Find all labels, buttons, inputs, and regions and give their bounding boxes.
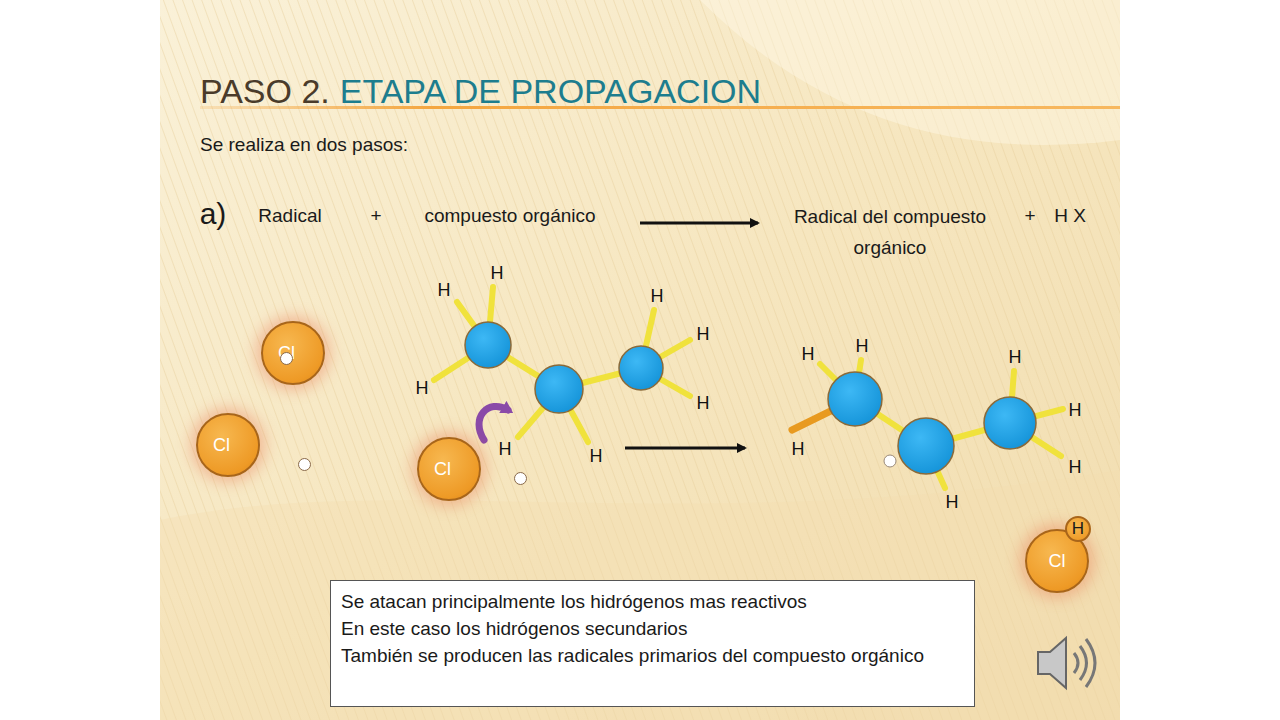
carbon-atom bbox=[535, 365, 583, 413]
hydrogen-label: H bbox=[590, 446, 603, 467]
atom-symbol: H bbox=[1072, 519, 1084, 539]
slide-swoosh bbox=[700, 0, 1120, 145]
hydrogen-label: H bbox=[1009, 347, 1022, 368]
radical-electron bbox=[280, 352, 293, 365]
speaker-icon bbox=[1038, 638, 1095, 688]
note-line: En este caso los hidrógenos secundarios bbox=[341, 615, 964, 642]
chlorine-atom: Cl bbox=[417, 437, 481, 501]
attack-arrow bbox=[479, 406, 508, 440]
carbon-atom bbox=[984, 397, 1036, 449]
equation-term: Radical del compuesto orgánico bbox=[770, 201, 1010, 263]
plus-sign: + bbox=[370, 205, 381, 227]
atom-symbol: Cl bbox=[213, 435, 230, 456]
slide-title: PASO 2. bbox=[200, 72, 330, 111]
equation-term: H X bbox=[1054, 205, 1086, 227]
equation-term: Radical bbox=[258, 205, 321, 227]
atom-symbol: Cl bbox=[434, 459, 451, 480]
hydrogen-label: H bbox=[651, 286, 664, 307]
subtitle: Se realiza en dos pasos: bbox=[200, 134, 408, 156]
hydrogen-label: H bbox=[946, 492, 959, 513]
radical-electron bbox=[298, 458, 311, 471]
title-part: ETAPA DE PROPAGACION bbox=[340, 72, 761, 111]
atom-symbol: Cl bbox=[1049, 551, 1066, 572]
plus-sign: + bbox=[1024, 205, 1035, 227]
slide-ground bbox=[160, 0, 1120, 720]
hydrogen-label: H bbox=[491, 263, 504, 284]
hydrogen-label: H bbox=[697, 324, 710, 345]
item-letter: a) bbox=[200, 197, 227, 231]
hydrogen-label: H bbox=[697, 393, 710, 414]
radical-electron bbox=[514, 472, 527, 485]
chlorine-atom: Cl bbox=[196, 413, 260, 477]
slide-texture bbox=[160, 0, 1120, 720]
radical-electron bbox=[884, 455, 896, 467]
note-line: Se atacan principalmente los hidrógenos … bbox=[341, 588, 964, 615]
equation-term: compuesto orgánico bbox=[424, 205, 595, 227]
hydrogen-label: H bbox=[792, 439, 805, 460]
speaker-icon bbox=[1038, 638, 1066, 688]
carbon-atom bbox=[465, 322, 511, 368]
note-line: También se producen las radicales primar… bbox=[341, 642, 964, 669]
reaction-arrow bbox=[640, 222, 758, 225]
carbon-atom bbox=[898, 418, 954, 474]
hydrogen-label: H bbox=[802, 344, 815, 365]
slide-swoosh bbox=[160, 470, 1120, 720]
hydrogen-label: H bbox=[499, 439, 512, 460]
carbon-atom bbox=[619, 346, 663, 390]
hydrogen-label: H bbox=[416, 378, 429, 399]
sound-wave bbox=[1086, 639, 1095, 687]
hydrogen-atom: H bbox=[1065, 516, 1091, 542]
hydrogen-label: H bbox=[856, 336, 869, 357]
carbon-atom bbox=[828, 372, 882, 426]
reaction-arrow bbox=[625, 447, 745, 450]
hydrogen-label: H bbox=[1069, 400, 1082, 421]
note-box: Se atacan principalmente los hidrógenos … bbox=[330, 580, 975, 707]
hydrogen-label: H bbox=[1069, 457, 1082, 478]
sound-wave bbox=[1074, 653, 1078, 673]
hydrogen-label: H bbox=[438, 280, 451, 301]
sound-wave bbox=[1080, 646, 1087, 680]
chlorine-atom: Cl bbox=[261, 321, 325, 385]
